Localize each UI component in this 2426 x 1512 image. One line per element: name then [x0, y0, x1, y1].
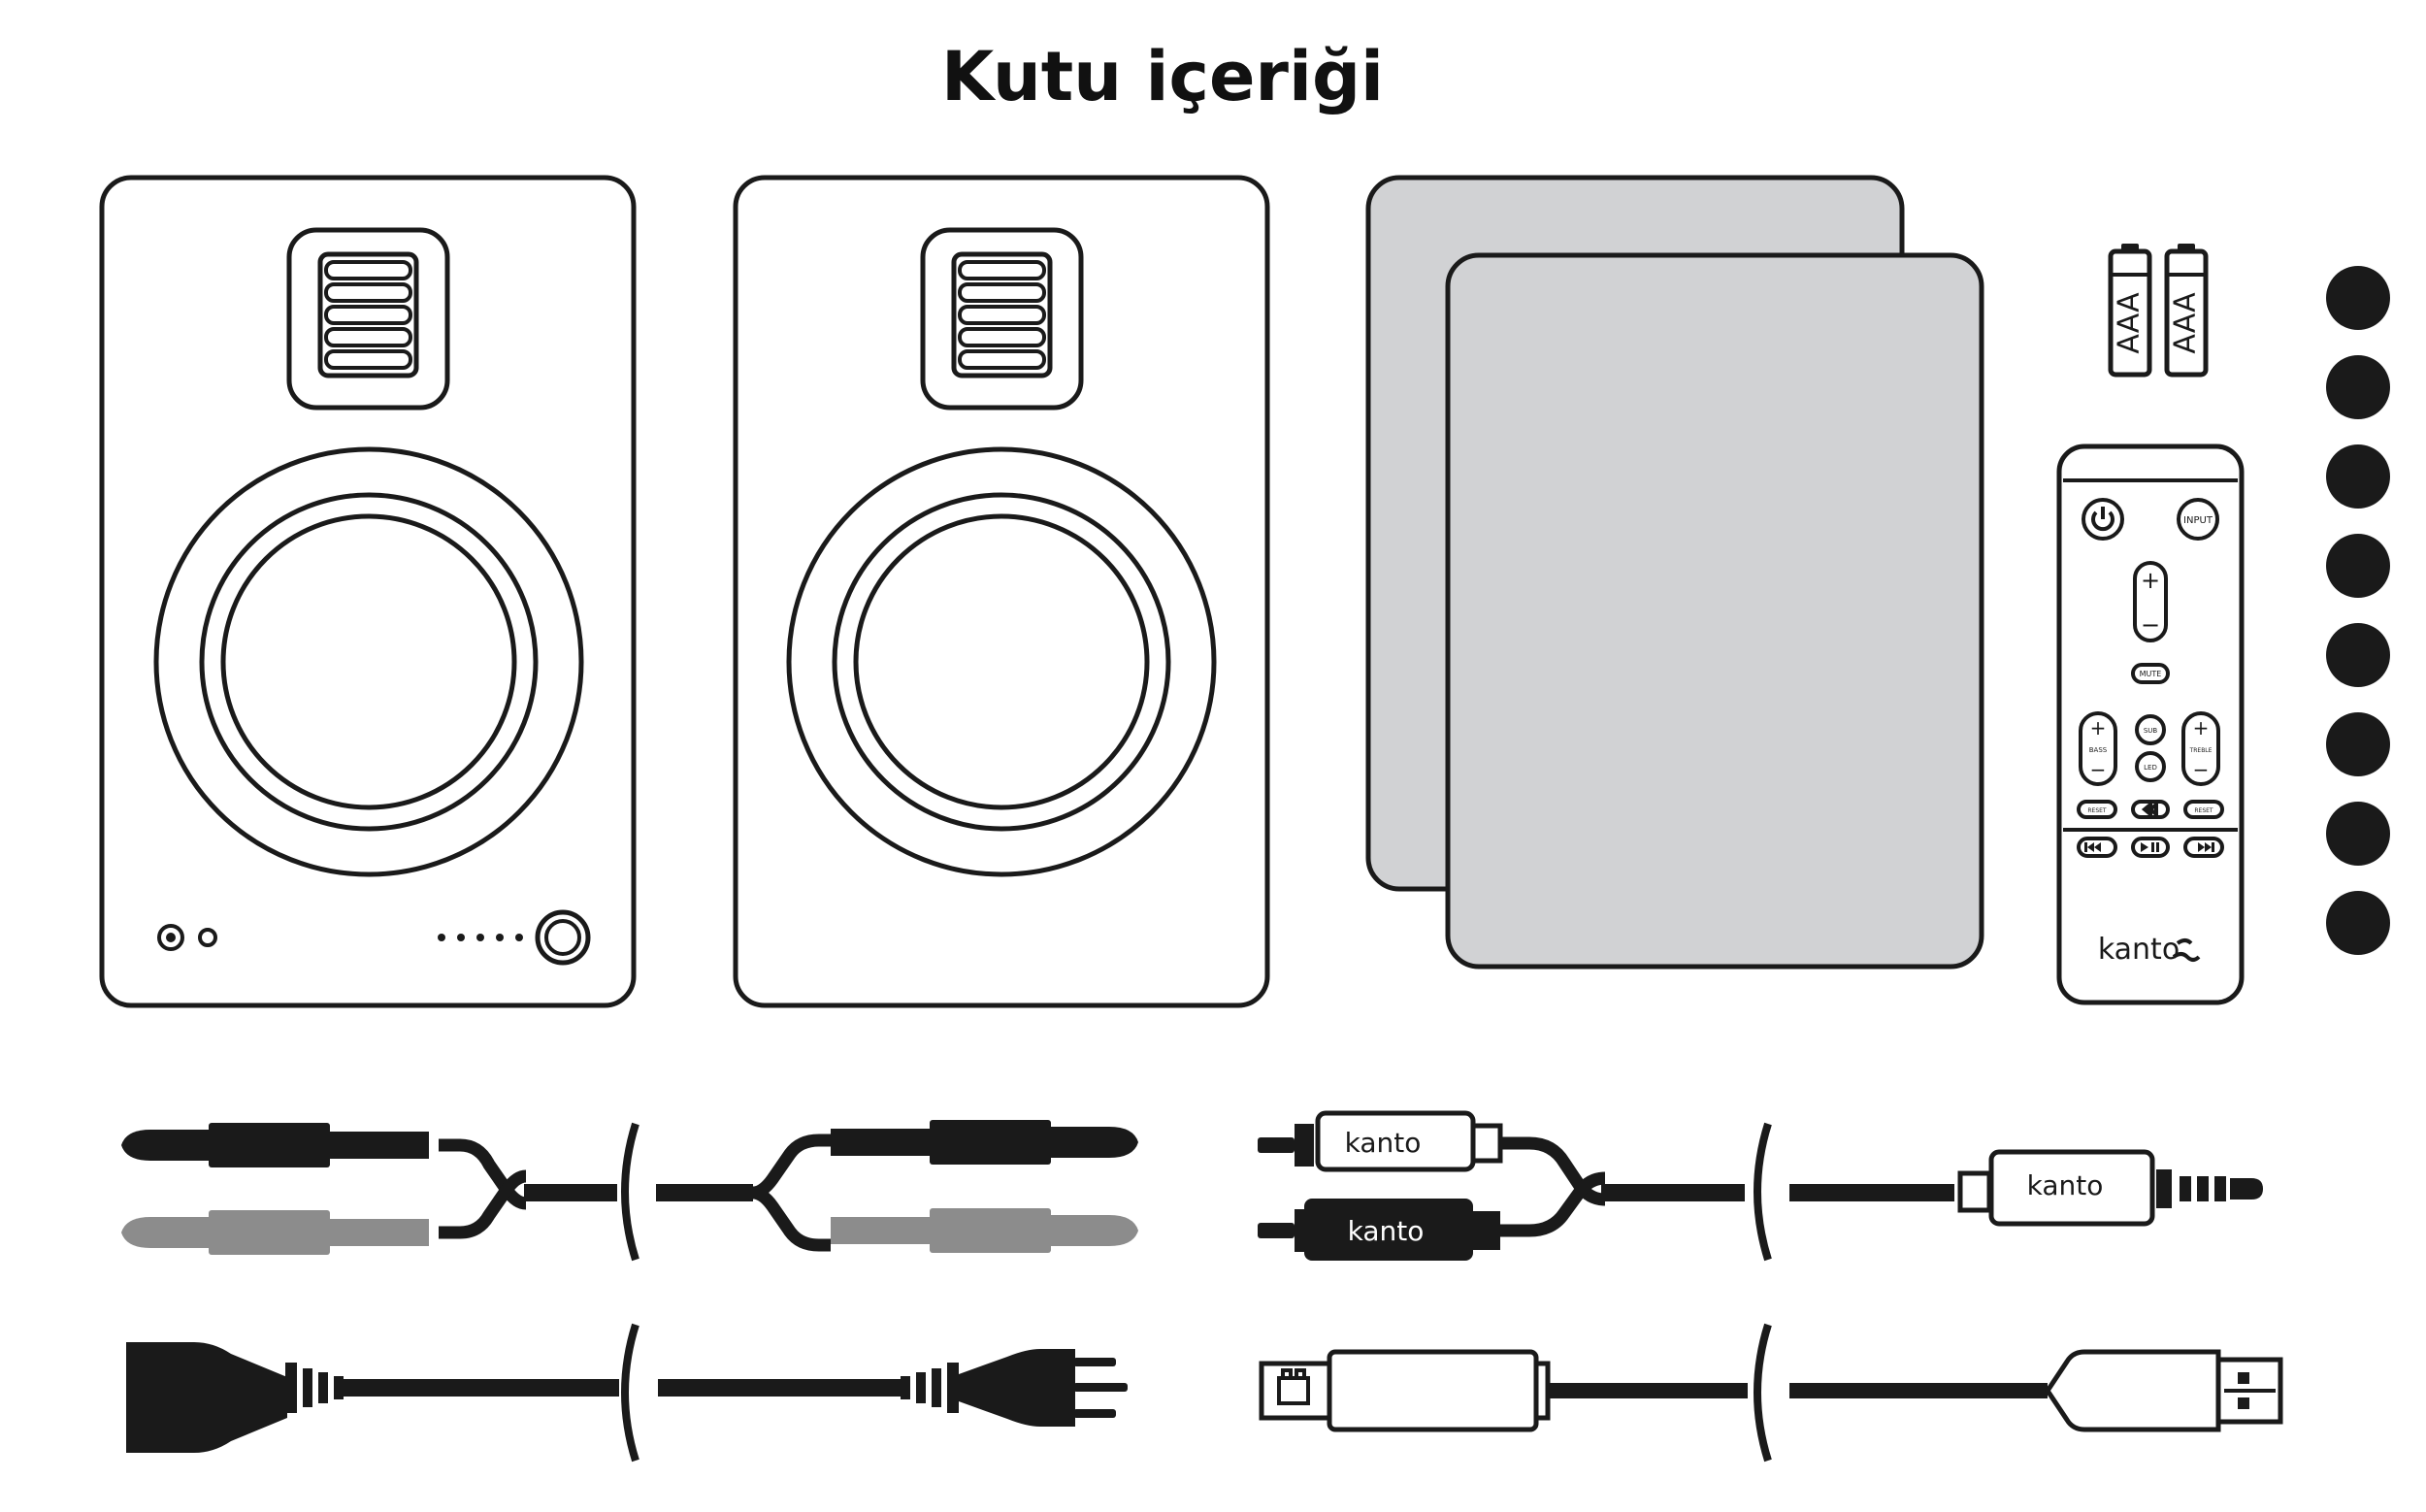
- cable-brand: kanto: [1348, 1215, 1425, 1247]
- treble-label: TREBLE: [2189, 747, 2213, 754]
- foot: [2326, 623, 2390, 687]
- battery: AAA: [2164, 244, 2209, 378]
- page-title: Kutu içeriği: [940, 37, 1385, 116]
- play-pause-icon: [2141, 842, 2159, 852]
- foot: [2326, 891, 2390, 955]
- foot: [2326, 355, 2390, 419]
- mute-label: MUTE: [2140, 670, 2162, 678]
- brand-logo-icon: [2172, 938, 2201, 962]
- reset-label: RESET: [2194, 807, 2213, 814]
- usb-cable: [1259, 1323, 2283, 1463]
- bass-minus: −: [2090, 758, 2107, 781]
- bass-label: BASS: [2089, 746, 2108, 754]
- input-button-label: INPUT: [2183, 515, 2213, 526]
- next-icon: [2198, 842, 2214, 852]
- rca-to-3.5mm-cable: kanto kanto kanto: [1258, 1110, 2263, 1262]
- woofer: [786, 446, 1217, 877]
- cable-brand: kanto: [2027, 1169, 2104, 1201]
- sub-label: SUB: [2144, 727, 2158, 735]
- battery-label: AAA: [2113, 292, 2147, 354]
- speaker-wire: [121, 1120, 1138, 1262]
- control-panel: [157, 909, 591, 966]
- reset-label: RESET: [2087, 807, 2107, 814]
- rubber-feet: [2326, 266, 2390, 955]
- batteries: AAA AAA: [2108, 244, 2209, 378]
- cable-brand: kanto: [1345, 1127, 1422, 1159]
- foot: [2326, 712, 2390, 776]
- volume-minus: −: [2141, 611, 2160, 639]
- volume-plus: +: [2141, 567, 2160, 594]
- treble-minus: −: [2193, 758, 2210, 781]
- woofer: [153, 446, 584, 877]
- remote-control: INPUT + − MUTE + BASS − + TREBLE − SUB L…: [2056, 444, 2245, 1005]
- tweeter: [286, 227, 450, 411]
- foot: [2326, 534, 2390, 598]
- left-speaker: [99, 175, 637, 1008]
- isolation-pads: [1365, 175, 1984, 970]
- bass-plus: +: [2090, 716, 2107, 740]
- tweeter: [920, 227, 1084, 411]
- foot: [2326, 444, 2390, 509]
- foot: [2326, 802, 2390, 866]
- power-icon: [2082, 498, 2124, 541]
- right-speaker: [733, 175, 1270, 1008]
- foot: [2326, 266, 2390, 330]
- battery: AAA: [2108, 244, 2152, 378]
- bluetooth-icon: [2141, 800, 2158, 819]
- remote-brand: kanto: [2098, 933, 2180, 967]
- led-label: LED: [2144, 764, 2157, 772]
- battery-label: AAA: [2169, 292, 2203, 354]
- previous-icon: [2084, 842, 2101, 852]
- power-cord: [126, 1323, 1128, 1463]
- treble-plus: +: [2193, 716, 2210, 740]
